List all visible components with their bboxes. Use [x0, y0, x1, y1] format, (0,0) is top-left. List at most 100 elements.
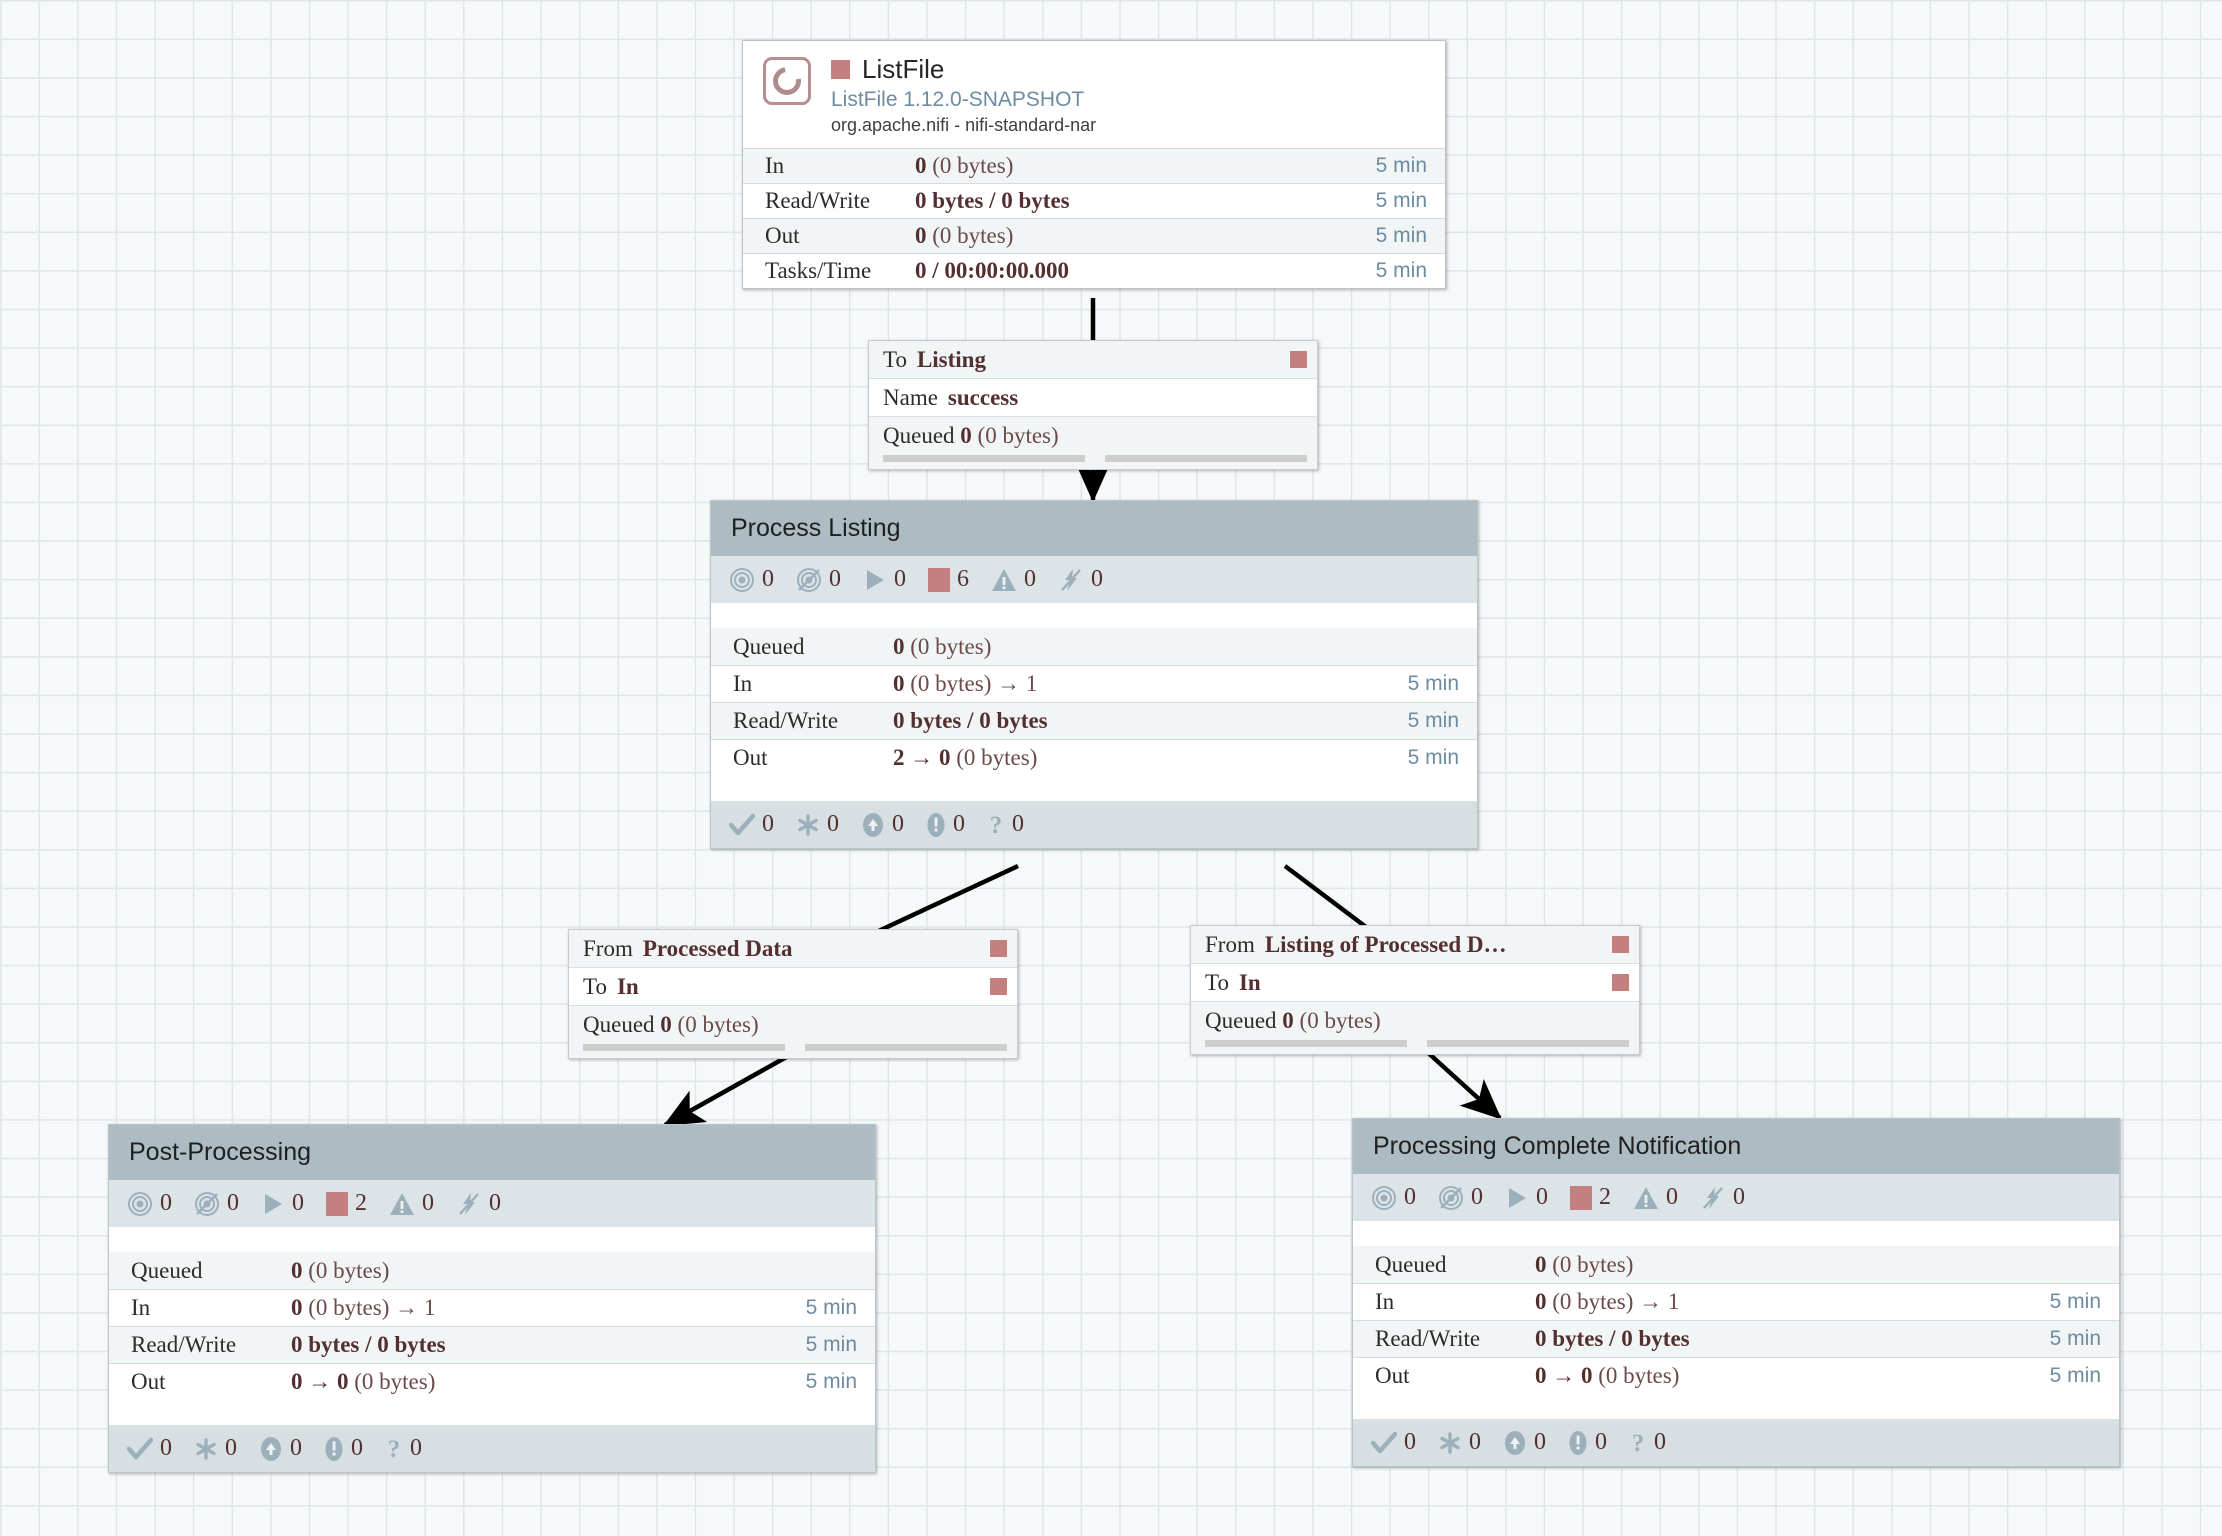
transmitting-count: 0 [762, 566, 774, 592]
queue-count-bar [583, 1044, 785, 1051]
process-group-footer: 0 0 0 0 ? 0 [109, 1425, 875, 1472]
stopped-count: 2 [1599, 1184, 1611, 1210]
versioned-asterisk-icon: 0 [796, 811, 839, 838]
stat-value: 0 (0 bytes) → 1 [291, 1295, 436, 1320]
connection-progress-bars [569, 1038, 1017, 1058]
run-status-stopped-icon [1612, 936, 1629, 953]
running-count: 0 [894, 566, 906, 592]
process-group-post-processing[interactable]: Post-Processing 0 0 0 2 0 [108, 1124, 876, 1473]
stat-row: Out 2 → 0 (0 bytes) 5 min [711, 739, 1477, 776]
stat-time: 5 min [805, 1333, 857, 1356]
stopped-count: 2 [355, 1190, 367, 1216]
not-transmitting-icon: 0 [796, 566, 841, 593]
queue-size-bar [1427, 1040, 1629, 1047]
stat-time: 5 min [2049, 1364, 2101, 1387]
queued-label: Queued [583, 1012, 655, 1037]
queued-value: 0 [960, 423, 972, 448]
connection-key: From [583, 935, 633, 961]
transmitting-icon: 0 [127, 1190, 172, 1217]
stat-time: 5 min [1375, 154, 1427, 178]
connection-progress-bars [869, 449, 1317, 469]
connection-value: In [616, 973, 639, 999]
stat-label: Read/Write [131, 1332, 237, 1357]
queue-count-bar [1205, 1040, 1407, 1047]
stat-value: 0 (0 bytes) → 1 [893, 671, 1038, 696]
stat-value: 0 (0 bytes) [291, 1257, 390, 1283]
processor-type: ListFile 1.12.0-SNAPSHOT [831, 88, 1085, 112]
up-to-date-count: 0 [1534, 1429, 1546, 1455]
connection-queued: Queued 0 (0 bytes) [1191, 1002, 1639, 1034]
stat-row: Queued 0 (0 bytes) [711, 628, 1477, 665]
run-status-stopped-icon [990, 978, 1007, 995]
active-count: 0 [160, 1435, 172, 1461]
stat-label: Read/Write [733, 708, 839, 733]
stat-label: Queued [1375, 1251, 1447, 1277]
stat-value: 0 (0 bytes) → 1 [1535, 1289, 1680, 1314]
disabled-count: 0 [489, 1190, 501, 1216]
stat-value: 0 (0 bytes) [915, 153, 1014, 179]
connection-listing-of-processed-to-in[interactable]: From Listing of Processed D… To In Queue… [1190, 925, 1640, 1055]
process-group-process-listing[interactable]: Process Listing 0 0 0 6 0 [710, 500, 1478, 849]
stat-label: Tasks/Time [765, 258, 872, 284]
stat-row: Read/Write 0 bytes / 0 bytes 5 min [743, 183, 1445, 219]
stat-label: Read/Write [765, 188, 871, 214]
running-count: 0 [1536, 1184, 1548, 1210]
connection-progress-bars [1191, 1034, 1639, 1054]
processor-listfile[interactable]: ListFile ListFile 1.12.0-SNAPSHOT org.ap… [742, 40, 1446, 290]
locally-modified-count: 0 [1595, 1429, 1607, 1455]
disabled-count: 0 [1091, 566, 1103, 592]
running-count: 0 [292, 1190, 304, 1216]
connection-key: To [1205, 969, 1229, 995]
connection-listfile-to-listing[interactable]: To Listing Name success Queued 0 (0 byte… [868, 340, 1318, 470]
not-transmitting-count: 0 [829, 566, 841, 592]
sync-unknown-count: 0 [1012, 811, 1024, 837]
up-to-date-count: 0 [892, 811, 904, 837]
queued-size: (0 bytes) [1299, 1008, 1381, 1033]
connection-processed-data-to-in[interactable]: From Processed Data To In Queued 0 (0 by… [568, 929, 1018, 1059]
disabled-icon: 0 [456, 1190, 501, 1217]
stat-value: 0 bytes / 0 bytes [1535, 1326, 1690, 1351]
connection-value: success [947, 384, 1019, 410]
run-status-stopped-icon [990, 940, 1007, 957]
process-group-processing-complete-notification[interactable]: Processing Complete Notification 0 0 0 2… [1352, 1118, 2120, 1467]
up-to-date-icon: 0 [1503, 1429, 1546, 1456]
connection-row: To Listing [869, 341, 1317, 379]
process-group-footer: 0 0 0 0 ? 0 [711, 801, 1477, 848]
connection-key: To [883, 346, 907, 372]
connection-value: Listing [916, 346, 986, 372]
processor-bundle: org.apache.nifi - nifi-standard-nar [831, 115, 1097, 136]
svg-text:?: ? [990, 812, 1003, 838]
stat-time: 5 min [805, 1370, 857, 1393]
process-group-title: Post-Processing [109, 1125, 875, 1180]
stat-row: Out 0 → 0 (0 bytes) 5 min [1353, 1357, 2119, 1394]
locally-modified-count: 0 [953, 811, 965, 837]
stopped-icon: 6 [928, 566, 969, 593]
transmitting-icon: 0 [729, 566, 774, 593]
locally-modified-icon: 0 [926, 811, 965, 838]
stat-time: 5 min [805, 1296, 857, 1319]
connection-row: From Listing of Processed D… [1191, 926, 1639, 964]
queue-count-bar [883, 455, 1085, 462]
sync-unknown-count: 0 [410, 1435, 422, 1461]
stat-value: 0 → 0 (0 bytes) [1535, 1363, 1680, 1388]
stopped-count: 6 [957, 566, 969, 592]
active-count: 0 [762, 811, 774, 837]
run-status-stopped-icon [1612, 974, 1629, 991]
svg-text:?: ? [1632, 1430, 1645, 1456]
not-transmitting-icon: 0 [194, 1190, 239, 1217]
processor-stats: In 0 (0 bytes) 5 min Read/Write 0 bytes … [743, 148, 1445, 289]
connection-queued: Queued 0 (0 bytes) [869, 417, 1317, 449]
stat-time: 5 min [1407, 709, 1459, 732]
stat-row: In 0 (0 bytes) → 1 5 min [109, 1289, 875, 1326]
run-status-stopped-icon [1290, 351, 1307, 368]
stat-value: 0 / 00:00:00.000 [915, 258, 1069, 284]
stat-label: Out [733, 745, 768, 770]
up-to-date-icon: 0 [259, 1435, 302, 1462]
stat-label: Read/Write [1375, 1326, 1481, 1351]
invalid-icon: 0 [389, 1190, 434, 1217]
connection-key: From [1205, 931, 1255, 957]
stat-row: Read/Write 0 bytes / 0 bytes 5 min [1353, 1320, 2119, 1357]
disabled-count: 0 [1733, 1184, 1745, 1210]
stat-value: 0 (0 bytes) [893, 633, 992, 659]
